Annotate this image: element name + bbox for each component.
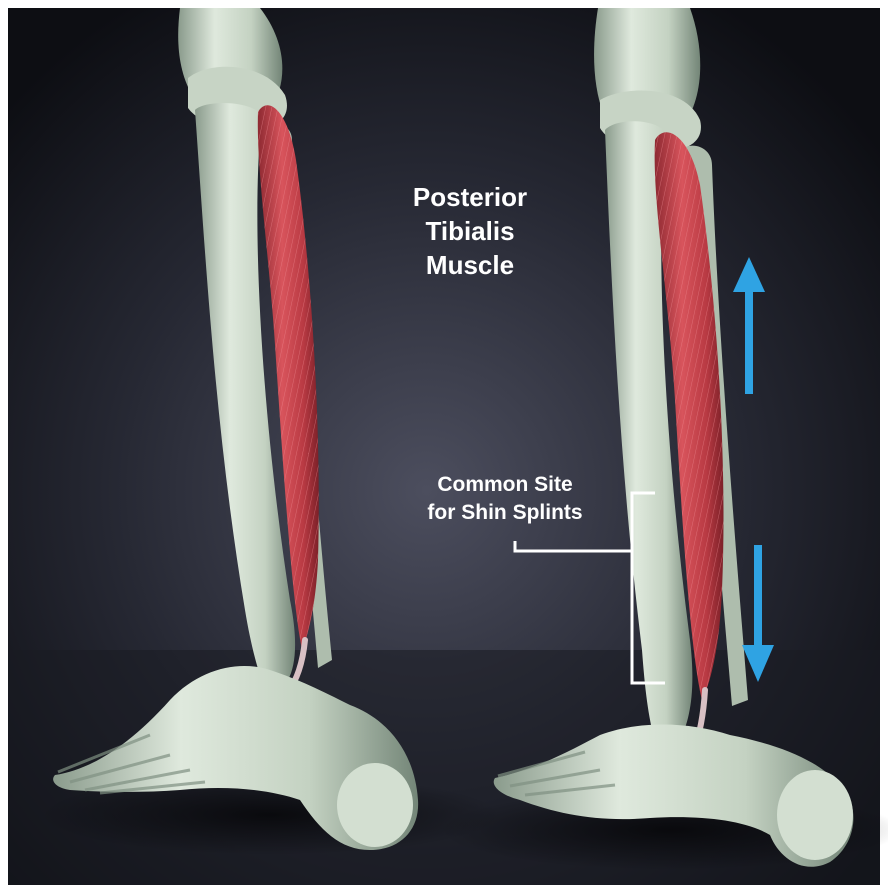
muscle-title-label: Posterior Tibialis Muscle [370,182,570,284]
right-heel [777,770,853,860]
muscle-title-line-1: Posterior [370,182,570,216]
left-heel [337,763,413,847]
site-label-line-2: for Shin Splints [405,500,605,528]
muscle-title-line-3: Muscle [370,250,570,284]
shin-splints-site-label: Common Site for Shin Splints [405,472,605,528]
muscle-title-line-2: Tibialis [370,216,570,250]
site-label-line-1: Common Site [405,472,605,500]
